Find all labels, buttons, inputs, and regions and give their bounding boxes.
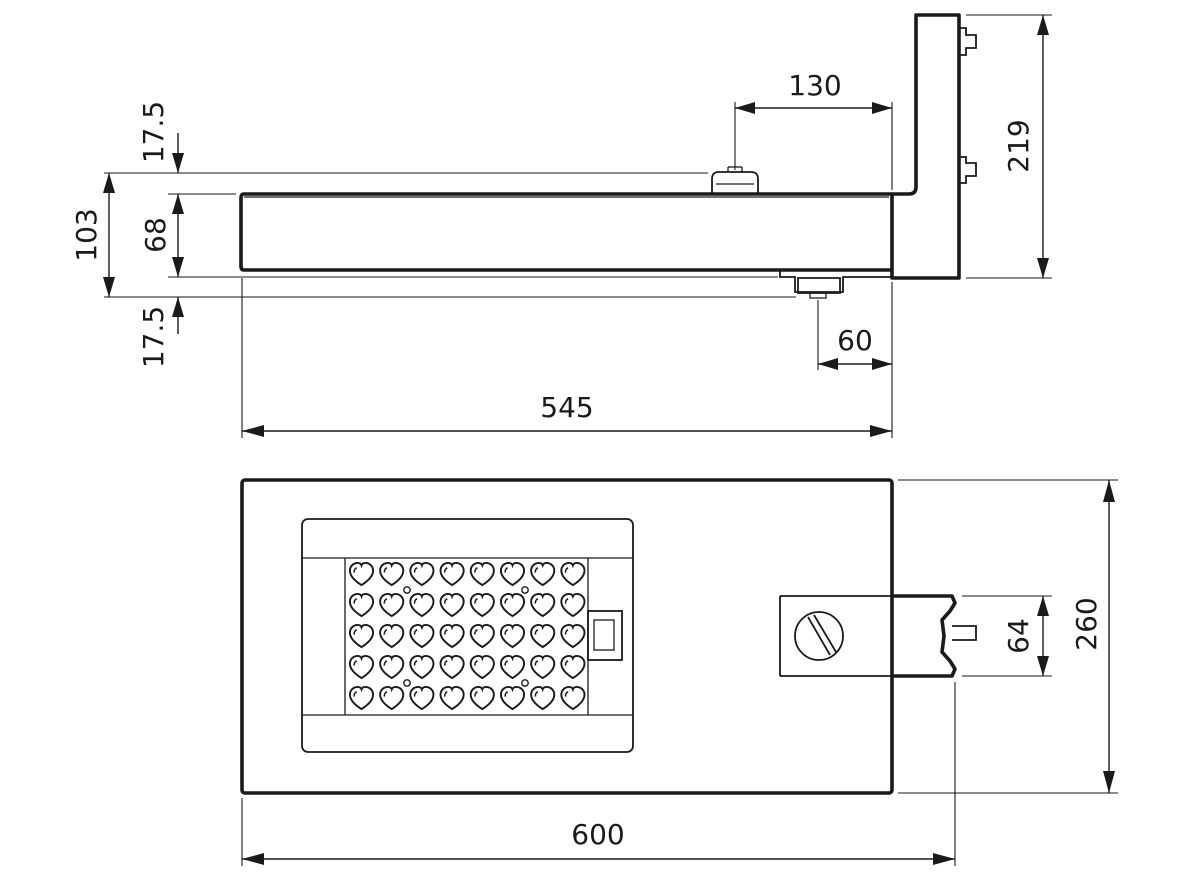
led-module xyxy=(301,518,634,753)
led-lens xyxy=(469,685,495,711)
pole-bracket-top xyxy=(892,594,977,678)
spigot-clamp xyxy=(779,595,892,677)
dim-spigot-width: 64 xyxy=(1002,596,1049,676)
dim-spigot-offset-label: 60 xyxy=(837,324,873,357)
led-lens xyxy=(348,685,375,711)
dim-height-total-label: 219 xyxy=(1002,119,1035,172)
led-grid xyxy=(348,561,586,711)
led-lens xyxy=(560,654,586,680)
led-lens xyxy=(439,623,465,649)
led-lens xyxy=(499,561,526,587)
led-lens xyxy=(379,623,405,649)
led-lens xyxy=(348,561,375,587)
mounting-screw xyxy=(403,586,411,594)
led-lens xyxy=(348,654,375,680)
luminaire-housing-top xyxy=(240,478,894,795)
led-lens xyxy=(379,561,405,587)
bottom-spigot xyxy=(779,270,892,299)
dim-body-height: 68 xyxy=(139,194,184,277)
led-lens xyxy=(499,654,526,680)
led-lens xyxy=(499,685,526,711)
led-lens xyxy=(530,592,556,618)
dim-top-spigot-label: 17.5 xyxy=(137,101,170,163)
dim-spigot-width-label: 64 xyxy=(1002,618,1035,654)
led-lens xyxy=(530,623,556,649)
dim-length-side: 545 xyxy=(242,391,892,437)
led-lens xyxy=(379,654,405,680)
mounting-bracket xyxy=(890,13,961,280)
led-lens xyxy=(530,654,556,680)
led-lens xyxy=(530,561,556,587)
mounting-screw xyxy=(521,679,529,687)
led-lens xyxy=(469,623,495,649)
dim-overall-height: 103 xyxy=(70,173,115,297)
side-view: 130 219 17.5 68 103 xyxy=(70,13,1052,438)
led-lens xyxy=(499,623,526,649)
led-lens xyxy=(439,561,465,587)
led-lens xyxy=(379,685,405,711)
led-lens xyxy=(348,623,375,649)
dim-length-side-label: 545 xyxy=(540,391,593,424)
led-lens xyxy=(560,561,586,587)
mounting-screw xyxy=(521,586,529,594)
dim-length-top-label: 600 xyxy=(571,818,624,851)
led-lens xyxy=(560,685,586,711)
led-lens xyxy=(469,592,495,618)
led-lens xyxy=(439,685,465,711)
mounting-screw xyxy=(403,679,411,687)
led-lens xyxy=(439,654,465,680)
led-lens xyxy=(409,623,435,649)
led-lens xyxy=(469,654,495,680)
dim-bottom-spigot-label: 17.5 xyxy=(137,306,170,368)
top-spigot xyxy=(711,166,759,194)
led-lens xyxy=(348,592,375,618)
dim-overall-height-label: 103 xyxy=(70,208,103,261)
led-lens xyxy=(560,592,586,618)
luminaire-body-side xyxy=(239,192,894,272)
led-lens xyxy=(530,685,556,711)
led-lens xyxy=(499,592,526,618)
dim-length-top: 600 xyxy=(242,818,955,865)
led-lens xyxy=(439,592,465,618)
led-lens xyxy=(409,685,435,711)
dim-arm-offset: 130 xyxy=(735,69,892,114)
dim-bottom-spigot: 17.5 xyxy=(137,297,184,368)
dim-top-spigot: 17.5 xyxy=(137,101,184,173)
dim-body-height-label: 68 xyxy=(139,217,172,253)
top-view: 260 64 600 xyxy=(240,478,1118,866)
dim-arm-offset-label: 130 xyxy=(788,69,841,102)
dim-width-top: 260 xyxy=(1070,480,1115,793)
led-lens xyxy=(560,623,586,649)
led-lens xyxy=(409,654,435,680)
dim-spigot-offset: 60 xyxy=(818,324,892,370)
led-lens xyxy=(409,561,435,587)
led-lens xyxy=(379,592,405,618)
dim-height-total: 219 xyxy=(1002,15,1049,278)
led-lens xyxy=(469,561,495,587)
led-lens xyxy=(409,592,435,618)
dim-width-top-label: 260 xyxy=(1070,597,1103,650)
